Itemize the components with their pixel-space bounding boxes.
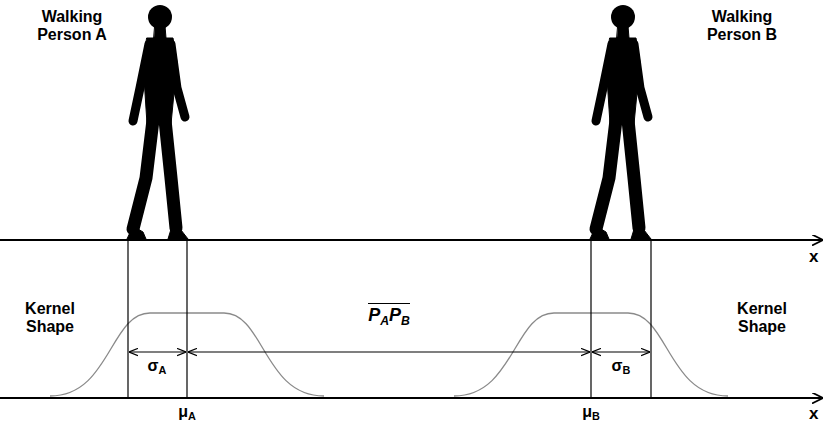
guide-line — [650, 240, 651, 398]
subscript: B — [623, 364, 631, 376]
person-label: Walking Person B — [696, 8, 788, 45]
walking-person — [127, 5, 188, 239]
symbol: σ — [148, 357, 159, 374]
x-axis — [0, 397, 823, 399]
symbol: P — [389, 305, 401, 325]
dimension-arrow — [129, 351, 186, 352]
person-label: Walking Person A — [26, 8, 118, 45]
guide-line — [590, 240, 591, 398]
subscript: A — [380, 314, 389, 328]
distance-label: PAPB — [368, 303, 410, 328]
dimension-arrow — [188, 351, 590, 352]
subscript: A — [159, 364, 167, 376]
x-axis — [0, 239, 823, 241]
kernel-label: Kernel Shape — [10, 300, 90, 337]
guide-line — [186, 240, 187, 398]
kernel-label: Kernel Shape — [722, 300, 802, 337]
symbol: μ — [178, 403, 188, 420]
dimension-arrow — [592, 351, 650, 352]
walking-person — [590, 5, 651, 239]
guide-line — [127, 240, 128, 398]
symbol: P — [368, 305, 380, 325]
subscript: B — [401, 314, 410, 328]
symbol: μ — [582, 403, 592, 420]
axis-label: x — [809, 404, 818, 424]
mean-label: μA — [178, 403, 196, 423]
axis-label: x — [809, 247, 818, 267]
subscript: A — [188, 410, 196, 422]
symbol: σ — [612, 357, 623, 374]
mean-label: μB — [582, 403, 600, 423]
subscript: B — [592, 410, 600, 422]
sigma-label: σB — [612, 357, 631, 377]
sigma-label: σA — [148, 357, 167, 377]
